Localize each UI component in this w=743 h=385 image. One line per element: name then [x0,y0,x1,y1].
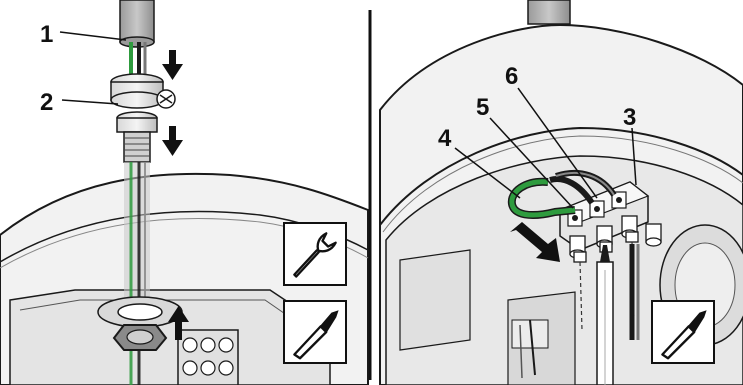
cable-sleeve-top [120,0,154,42]
flat-screwdriver-icon [653,302,713,362]
terminal-cluster-left [178,330,238,385]
callout-4: 4 [438,125,452,152]
callout-3: 3 [623,104,636,131]
cable-sleeve-top-right [528,0,570,24]
callout-2: 2 [40,89,53,116]
callout-5: 5 [476,94,489,121]
flat-screwdriver-icon [285,302,345,362]
wrench-tool-box [283,222,347,286]
screwdriver-right [597,245,613,385]
wrench-icon [285,224,345,284]
callout-1: 1 [40,21,53,48]
screwdriver-tool-box-left [283,300,347,364]
screwdriver-tool-box-right [651,300,715,364]
callout-6: 6 [505,63,518,90]
